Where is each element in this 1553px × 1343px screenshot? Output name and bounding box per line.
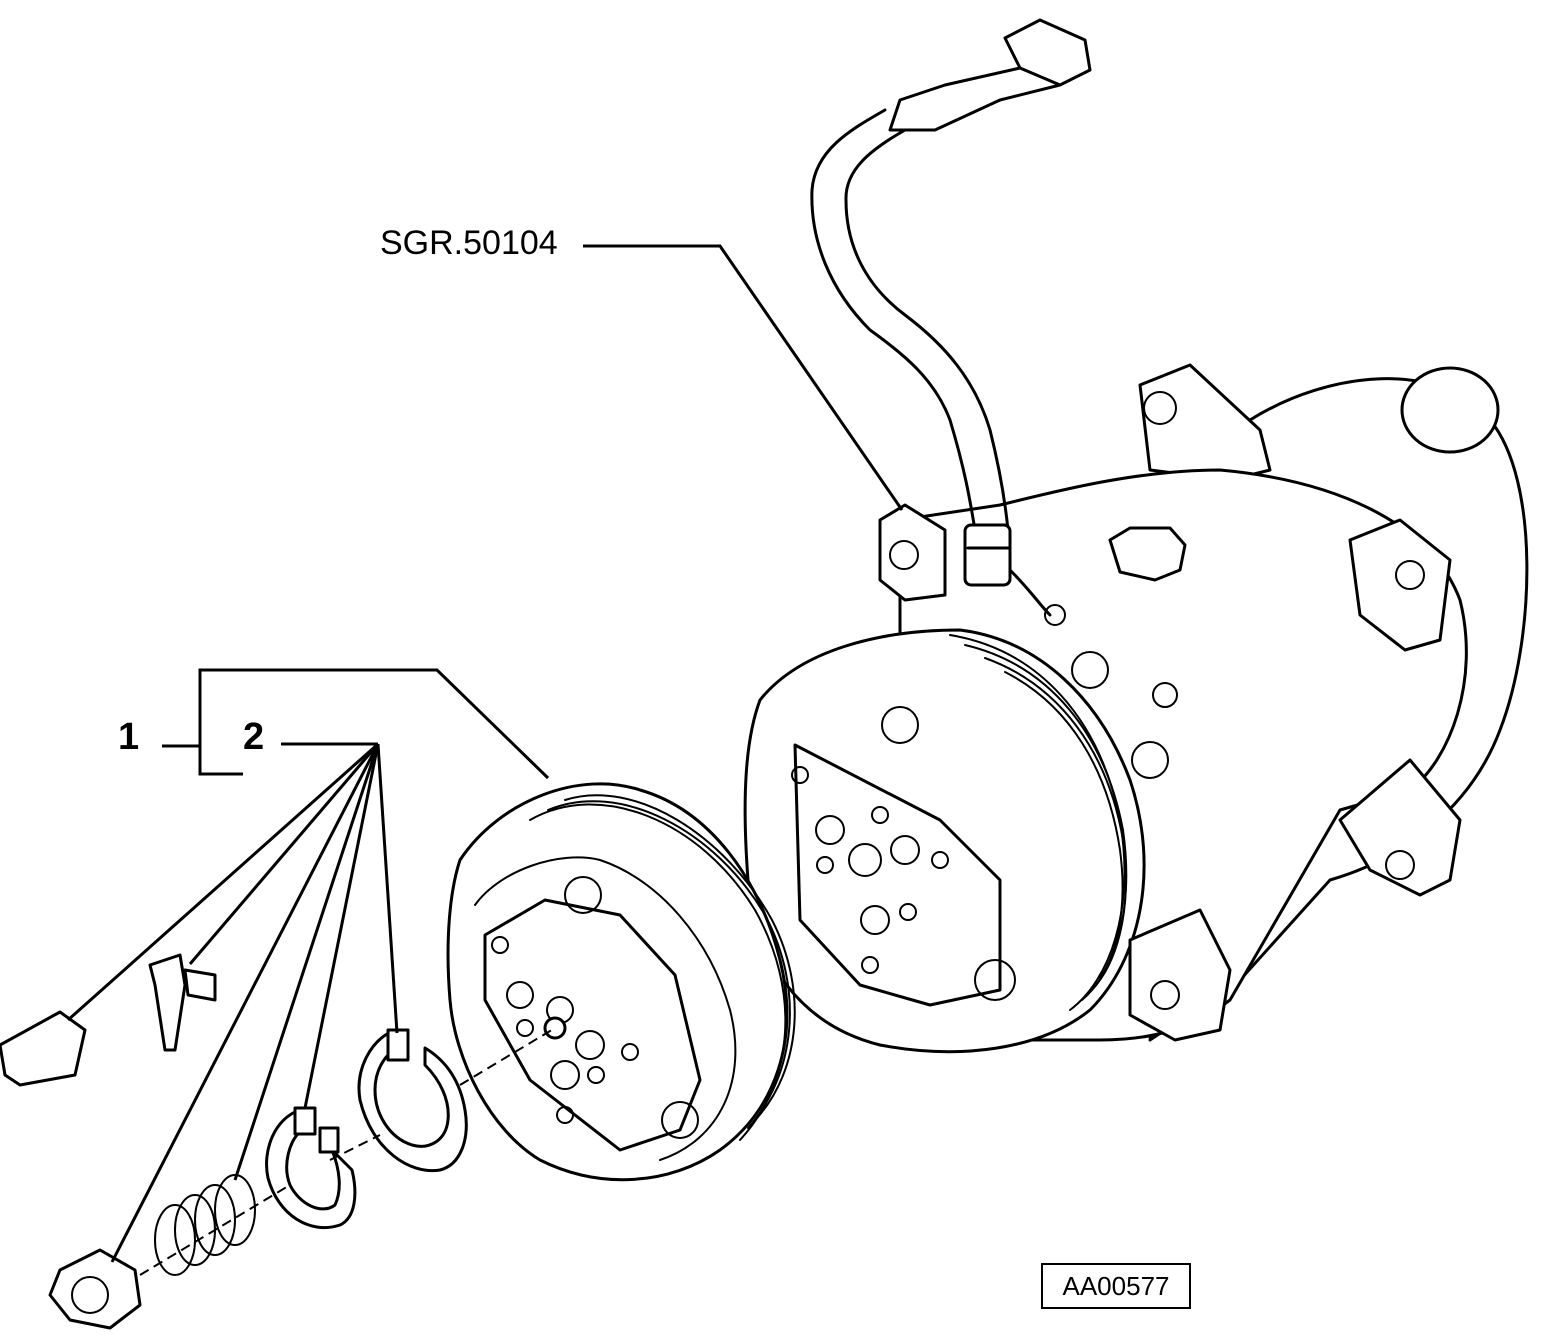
- callout-2: 2: [243, 716, 265, 758]
- drawing-code-box: AA00577: [1041, 1263, 1191, 1309]
- leader-lines: [67, 244, 904, 1263]
- callout-1: 1: [118, 716, 140, 758]
- reference-code: SGR.50104: [380, 224, 558, 262]
- assembly-axis: [139, 1027, 556, 1276]
- compressor-assembly: [743, 363, 1529, 1054]
- small-parts: [0, 953, 468, 1330]
- hose-pipe: [810, 18, 1092, 587]
- drawing-code: AA00577: [1062, 1270, 1170, 1301]
- clutch-pulley: [446, 782, 796, 1182]
